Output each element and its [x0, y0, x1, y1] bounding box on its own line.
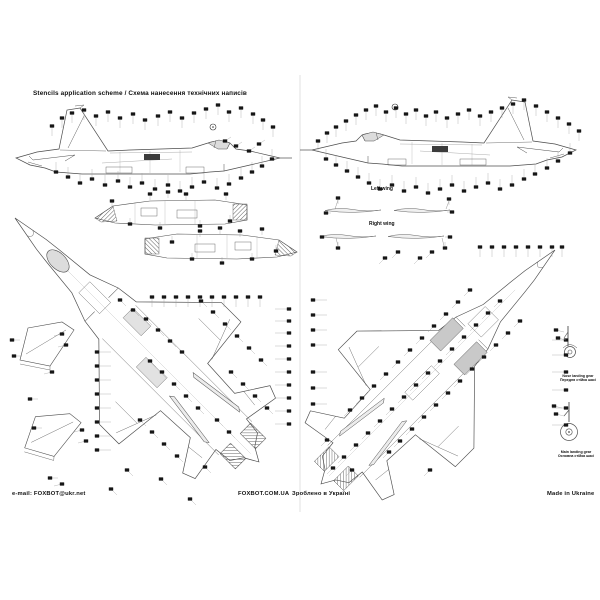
right-wing-sections: [319, 234, 445, 247]
nose-gear-detail: [562, 325, 578, 358]
left-side-view: [15, 104, 293, 175]
callout-marks-layer: [9, 98, 582, 506]
nose-gear-caption-en: Nose landing gear: [562, 374, 594, 378]
fin-detail-lower: [23, 409, 83, 463]
right-wing-label: Right wing: [369, 221, 395, 227]
left-wing-sections: [324, 199, 451, 213]
nose-gear-caption-ua: Передня стійка шасі: [559, 378, 597, 383]
main-gear-detail: [560, 401, 578, 441]
bottom-plan-view: [262, 191, 600, 543]
circled-callout-left: [209, 123, 217, 131]
lower-nacelle-view: [144, 233, 298, 260]
left-wing-label: Left wing: [371, 186, 393, 192]
circled-callout-left-dot: [212, 126, 214, 128]
top-plan-view: [0, 156, 321, 524]
footer-website: FOXBOT.COM.UA: [238, 491, 290, 497]
main-gear-caption: Main landing gear Основна стійка шасі: [546, 450, 600, 459]
nose-gear-caption: Nose landing gear Передня стійка шасі: [548, 374, 600, 383]
footer-made-in-en: Made in Ukraine: [547, 491, 595, 497]
footer-made-in-ua: Зроблено в Україні: [292, 491, 351, 497]
main-gear-caption-ua: Основна стійка шасі: [557, 454, 595, 459]
footer-email: e-mail: FOXBOT@ukr.net: [12, 491, 86, 497]
main-gear-caption-en: Main landing gear: [560, 450, 592, 454]
sheet-title: Stencils application scheme / Схема нане…: [33, 90, 247, 97]
upper-nacelle-view: [94, 199, 248, 226]
